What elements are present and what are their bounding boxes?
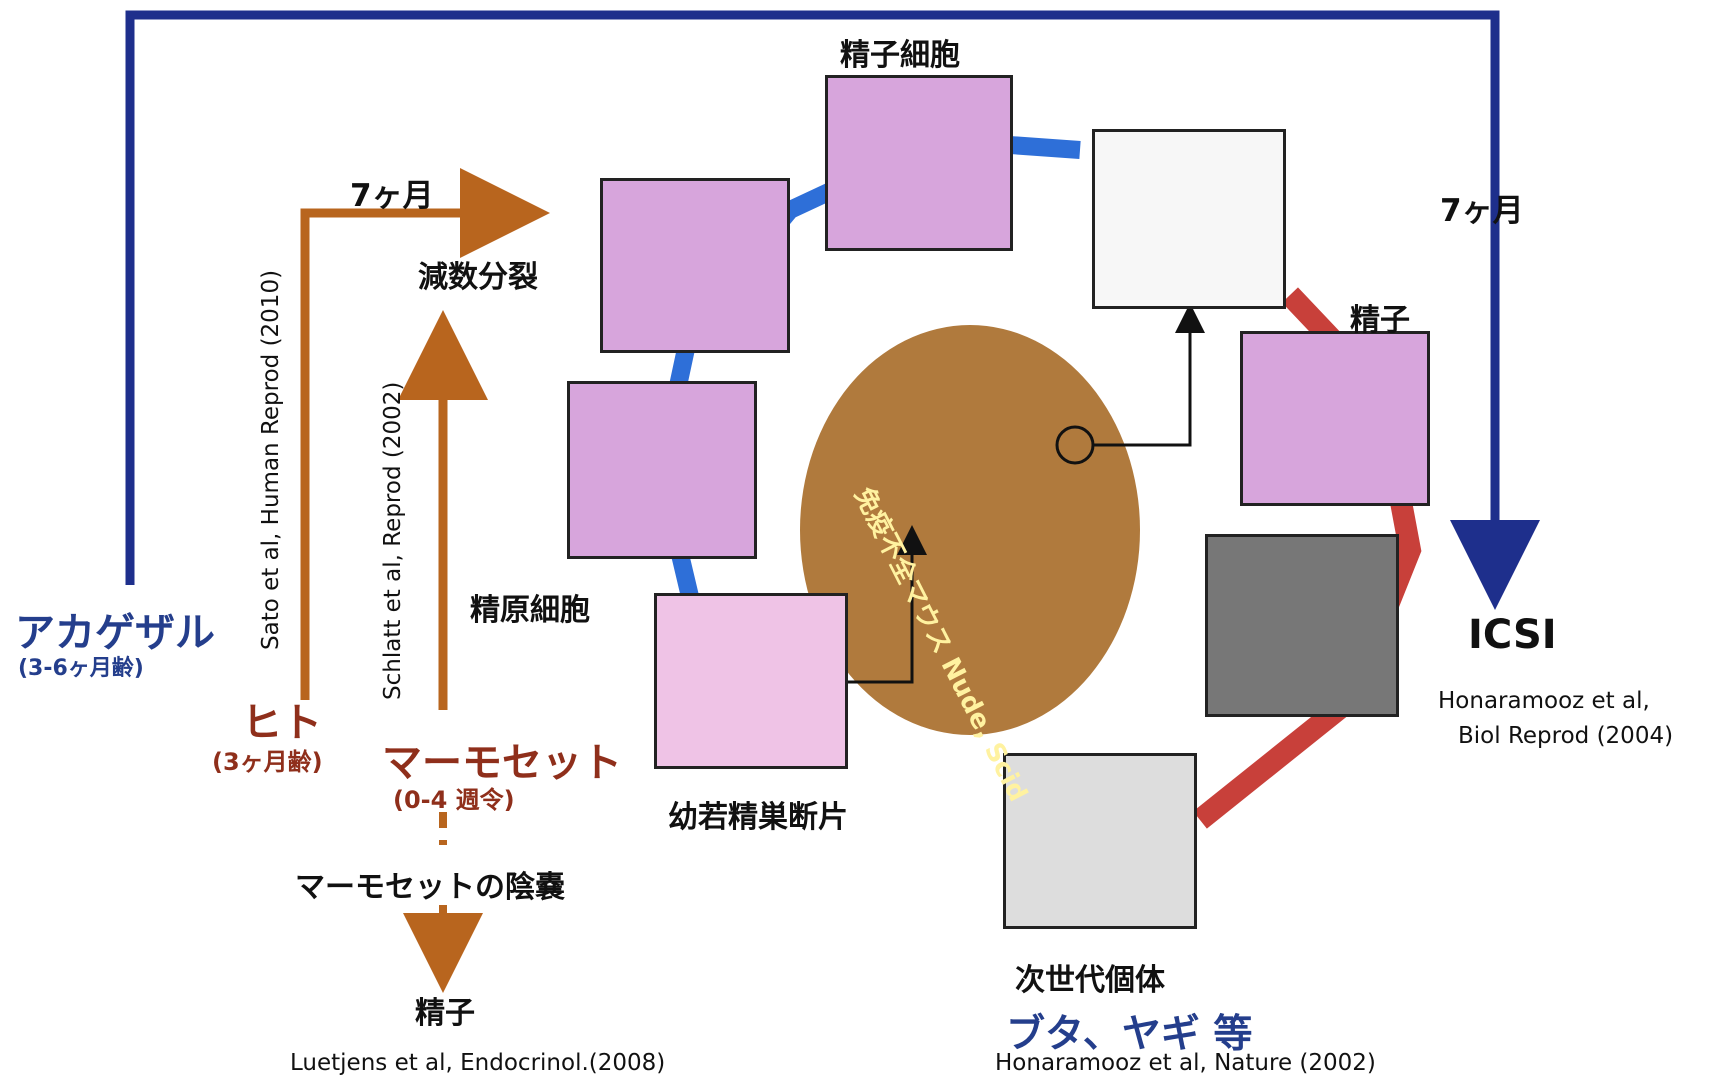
testis-fragment-image [654,593,848,769]
label-sperm-bottom: 精子 [415,988,475,1032]
citation-honaramooz-nature: Honaramooz et al, Nature (2002) [995,1050,1376,1076]
sperm-tissue-image [1240,331,1430,506]
label-marmoset-scrotum: マーモセットの陰嚢 [295,862,565,906]
label-sperm-right: 精子 [1350,295,1410,339]
citation-honaramooz-biol-line2: Biol Reprod (2004) [1458,723,1673,749]
label-next-generation: 次世代個体 [1015,955,1165,999]
label-marmoset-age: (0-4 週令) [393,780,515,815]
citation-schlatt: Schlatt et al, Reprod (2002) [380,382,406,700]
meiosis-tissue-image [600,178,790,353]
citation-honaramooz-biol-line1: Honaramooz et al, [1438,688,1650,714]
label-human-age: (3ヶ月齢) [212,742,323,777]
grown-testis-image [1092,129,1286,309]
label-spermatocyte: 精子細胞 [840,30,960,74]
citation-sato: Sato et al, Human Reprod (2010) [258,270,284,650]
spermatocyte-tissue-image [825,75,1013,251]
label-seven-months-right: 7ヶ月 [1440,185,1524,230]
label-seven-months-left: 7ヶ月 [350,170,434,215]
spermatogonia-tissue-image [567,381,757,559]
icsi-oocyte-image [1205,534,1399,717]
label-spermatogonia: 精原細胞 [470,585,590,629]
label-human: ヒト [242,690,322,748]
label-macaque-age: (3-6ヶ月齢) [18,650,144,682]
label-meiosis: 減数分裂 [418,252,538,296]
citation-luetjens: Luetjens et al, Endocrinol.(2008) [290,1050,665,1076]
label-testis-fragment: 幼若精巣断片 [668,792,848,836]
label-icsi: ICSI [1468,612,1557,658]
